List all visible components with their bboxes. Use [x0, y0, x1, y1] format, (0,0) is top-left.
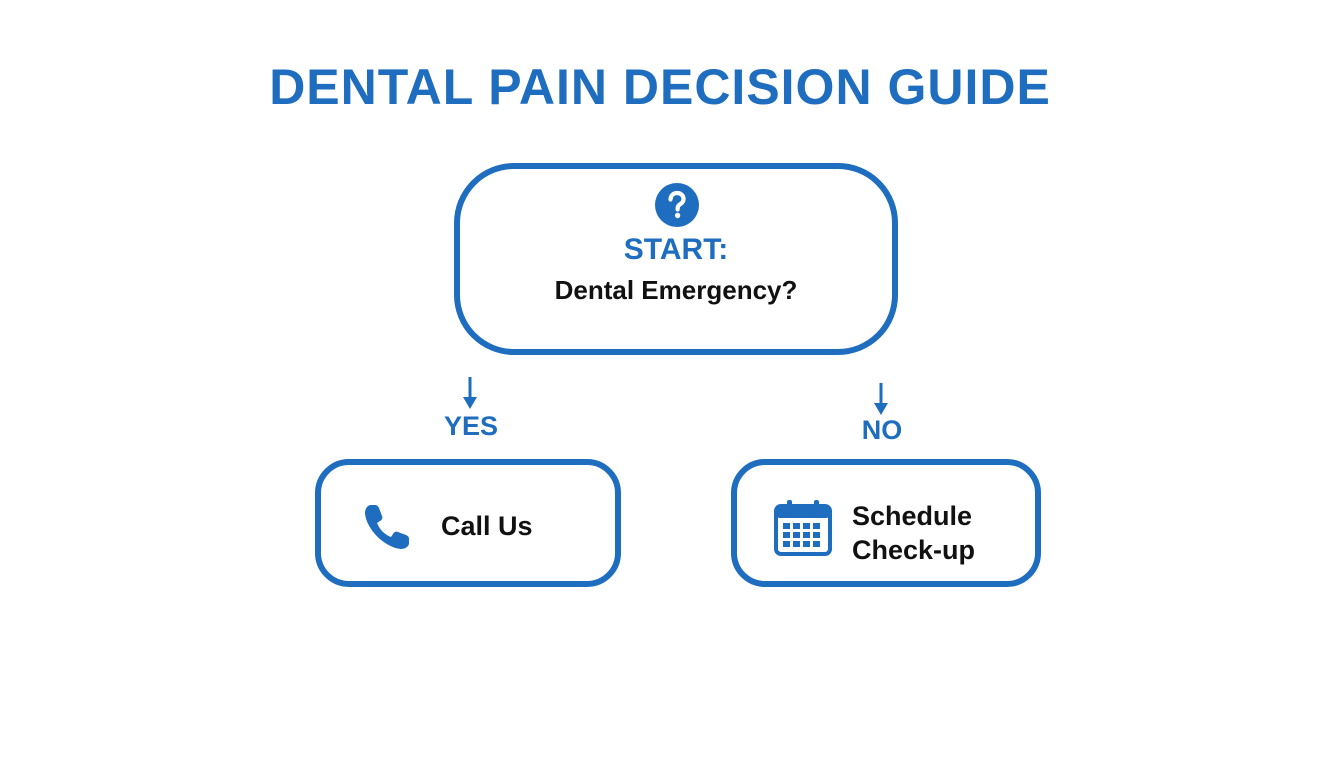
start-question: Dental Emergency? — [554, 275, 798, 305]
schedule-line-2: Check-up — [852, 535, 976, 565]
question-circle-icon — [655, 183, 699, 227]
yes-arrow-icon — [463, 377, 477, 409]
schedule-checkup-node: Schedule Check-up — [731, 459, 1041, 587]
no-label: NO — [861, 415, 903, 445]
schedule-line-1: Schedule — [852, 501, 973, 531]
page-title: DENTAL PAIN DECISION GUIDE — [269, 59, 1051, 115]
call-us-label: Call Us — [441, 511, 533, 541]
schedule-checkup-label: Schedule Check-up — [852, 499, 975, 567]
call-us-node: Call Us — [315, 459, 621, 587]
start-node: START: Dental Emergency? — [454, 163, 898, 355]
calendar-icon — [774, 500, 832, 556]
phone-icon — [365, 505, 409, 549]
no-arrow-icon — [874, 383, 888, 415]
start-label: START: — [623, 233, 729, 266]
yes-label: YES — [443, 411, 499, 441]
